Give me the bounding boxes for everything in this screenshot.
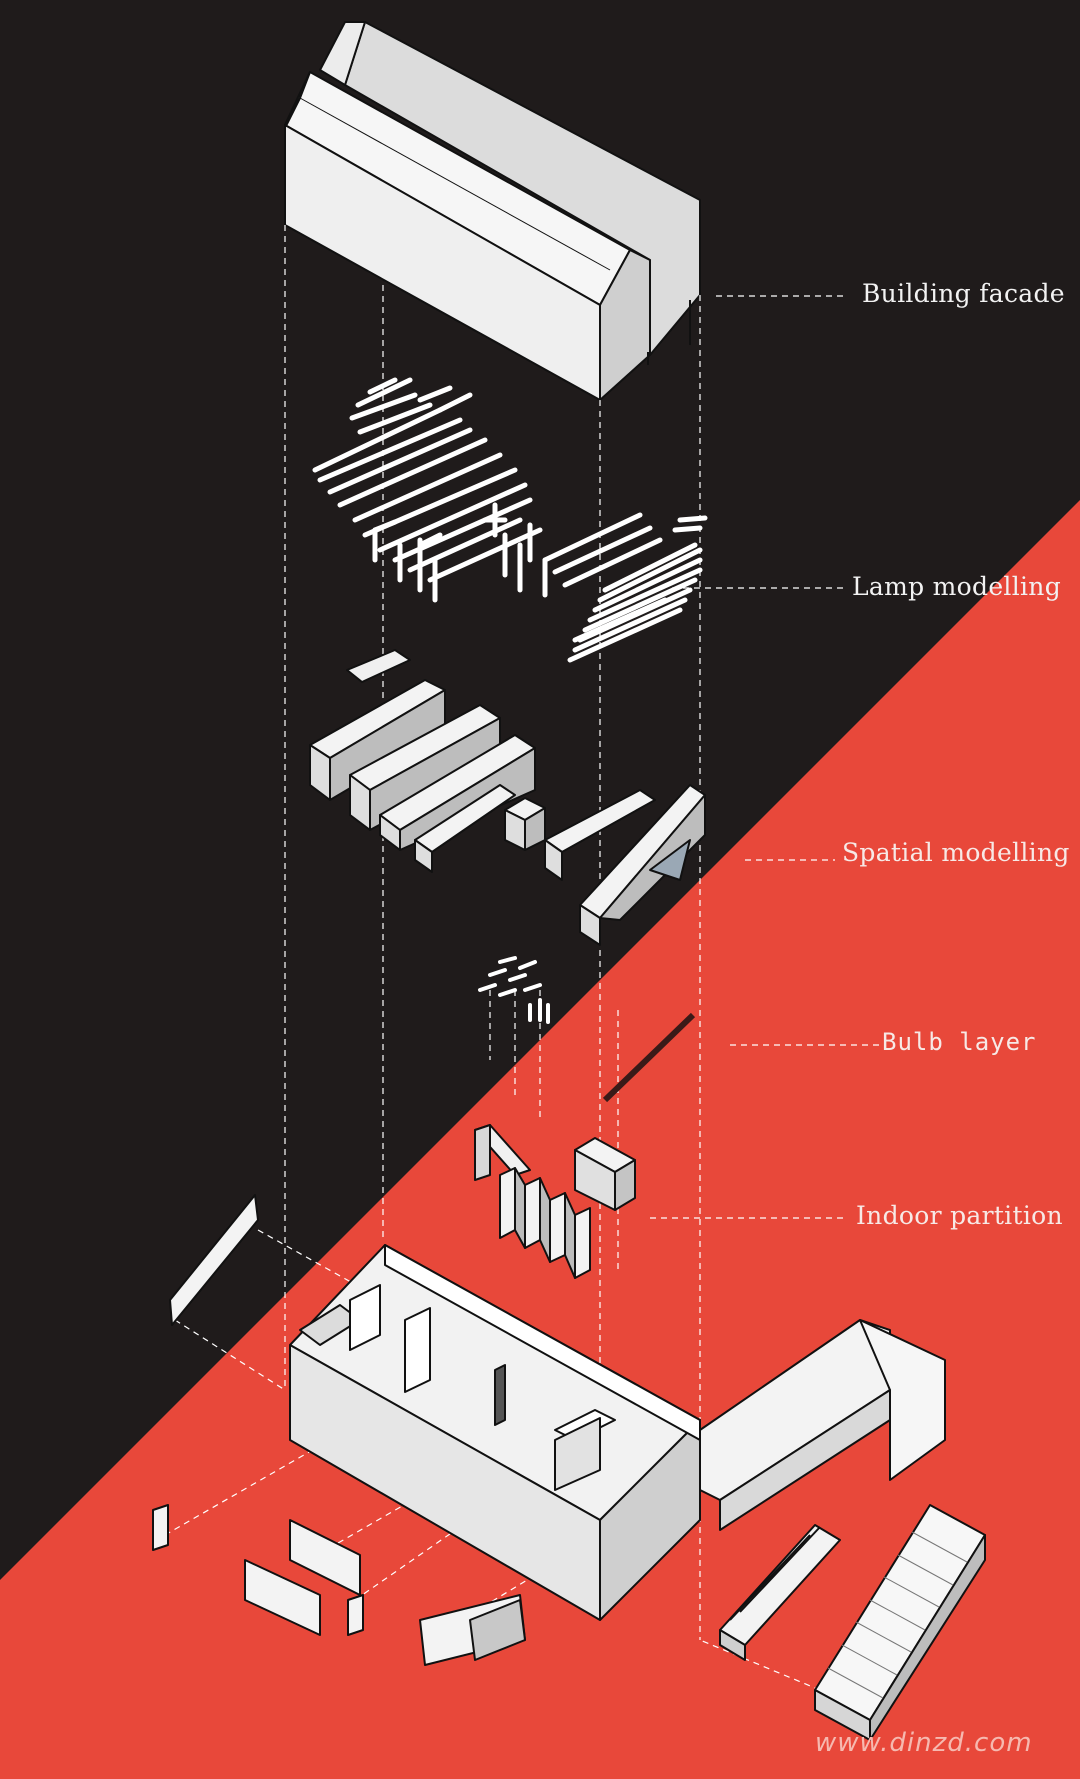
loose-panels (152, 1504, 526, 1666)
indoor-partition-model (474, 1124, 636, 1279)
label-lamp-modelling: Lamp modelling (852, 572, 1062, 601)
label-spatial-modelling: Spatial modelling (842, 838, 1070, 867)
stair-treads (827, 1531, 968, 1699)
label-indoor-partition: Indoor partition (856, 1201, 1063, 1230)
watermark: www.dinzd.com (815, 1728, 1033, 1758)
spatial-modelling-model (309, 649, 706, 946)
bulb-layer-model (478, 956, 550, 1024)
building-facade-model (284, 21, 701, 401)
bulb-strip (602, 1012, 696, 1103)
label-building-facade: Building facade (862, 279, 1065, 308)
ground-floor-model (169, 1194, 986, 1741)
label-bulb-layer: Bulb layer (882, 1028, 1037, 1056)
lamp-modelling-model (312, 377, 708, 663)
